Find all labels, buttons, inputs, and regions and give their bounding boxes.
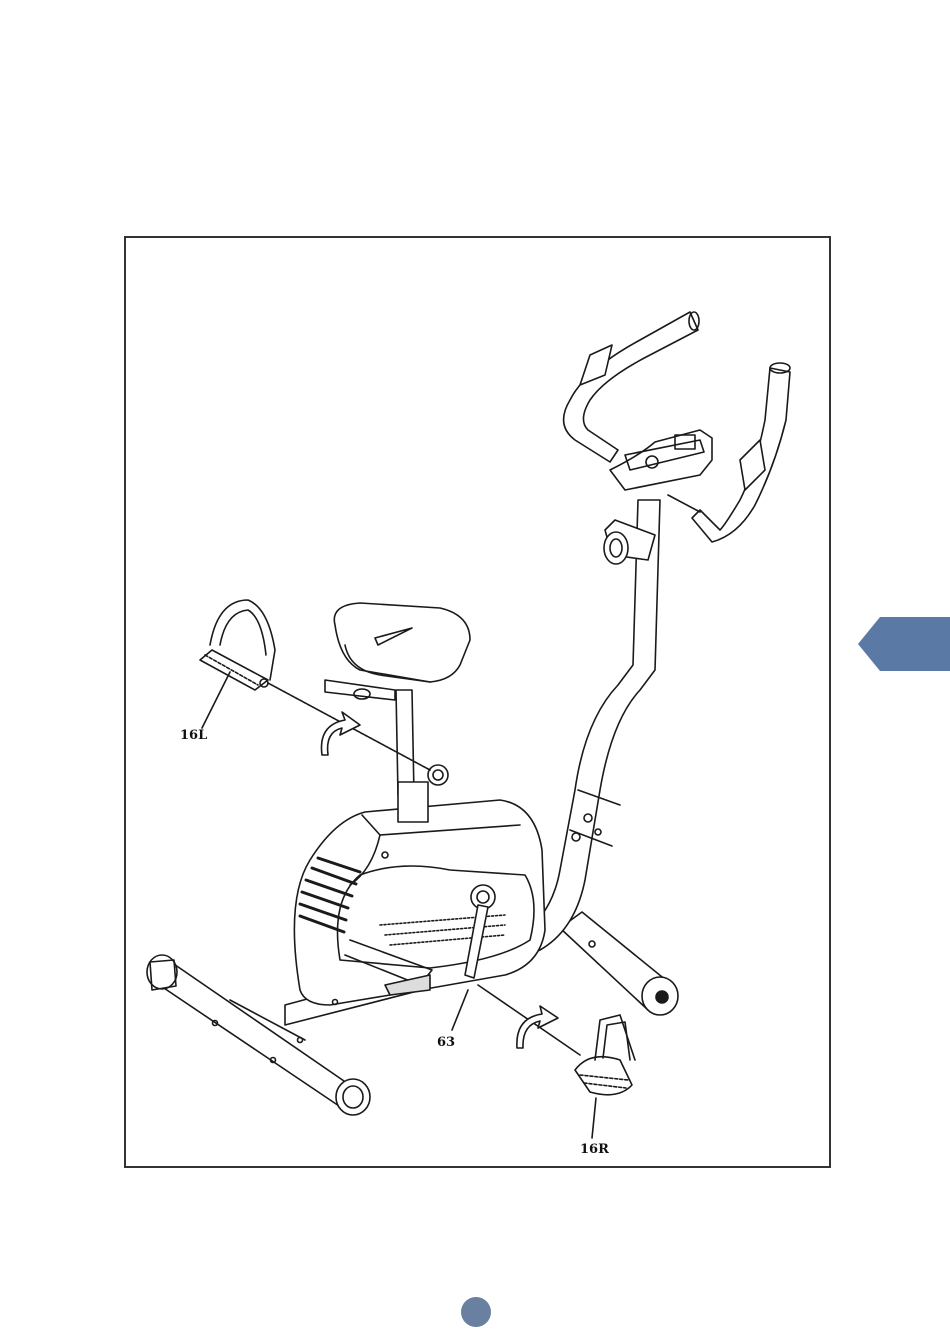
- label-16l: 16L: [180, 728, 207, 743]
- seat-assembly: [325, 603, 470, 822]
- label-16r: 16R: [580, 1142, 609, 1157]
- side-tab-arrow-icon[interactable]: [858, 617, 950, 671]
- handlebar-assembly: [564, 312, 790, 564]
- label-63: 63: [437, 1035, 455, 1050]
- page-indicator-dot: [461, 1297, 491, 1327]
- right-pedal: [478, 985, 635, 1095]
- rear-stabilizer: [560, 912, 678, 1015]
- leader-line-63: [452, 990, 468, 1030]
- flywheel-housing: [294, 800, 545, 1005]
- leader-line-16l: [202, 672, 230, 728]
- leader-line-16r: [592, 1098, 596, 1138]
